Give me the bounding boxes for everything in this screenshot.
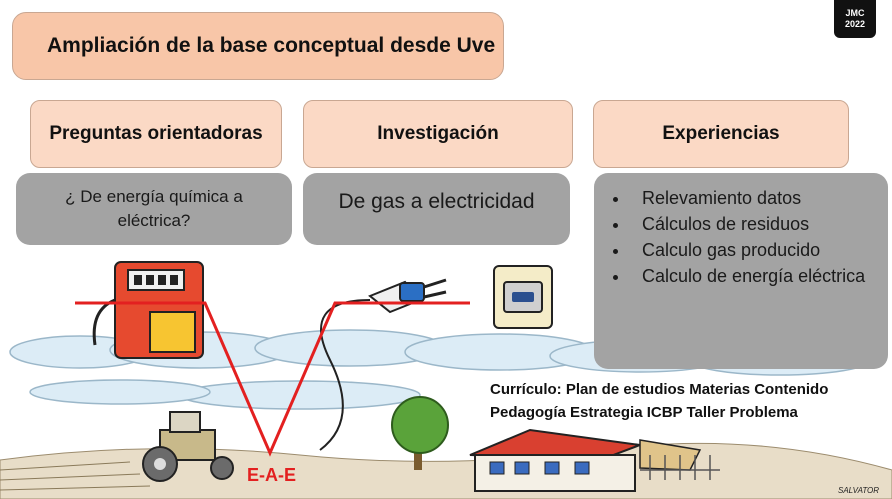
experience-item: Calculo gas producido bbox=[630, 237, 865, 263]
badge-author: JMC bbox=[845, 8, 865, 18]
curriculum-line-2: Pedagogía Estrategia ICBP Taller Problem… bbox=[490, 404, 798, 421]
experience-item: Cálculos de residuos bbox=[630, 211, 865, 237]
curriculum-line-1: Currículo: Plan de estudios Materias Con… bbox=[490, 381, 829, 398]
experience-item: Calculo de energía eléctrica bbox=[630, 263, 865, 289]
research-content: De gas a electricidad bbox=[338, 190, 535, 213]
column-title-box-questions: Preguntas orientadoras bbox=[30, 100, 282, 168]
questions-content-box: ¿ De energía química a eléctrica? bbox=[16, 173, 292, 245]
wall-socket-icon bbox=[493, 265, 553, 329]
column-title-box-research: Investigación bbox=[303, 100, 573, 168]
header-title-box: Ampliación de la base conceptual desde U… bbox=[12, 12, 504, 80]
house-icon bbox=[469, 428, 702, 492]
eae-label: E-A-E bbox=[247, 465, 296, 485]
author-year-badge: JMC 2022 bbox=[834, 0, 876, 38]
column-title-experiences: Experiencias bbox=[662, 123, 780, 144]
research-content-box: De gas a electricidad bbox=[303, 173, 570, 245]
curriculum-text: Currículo: Plan de estudios Materias Con… bbox=[490, 378, 828, 424]
questions-content: ¿ De energía química a eléctrica? bbox=[65, 187, 243, 230]
v-diagram-line bbox=[75, 301, 470, 457]
column-title-box-experiences: Experiencias bbox=[593, 100, 849, 168]
badge-year: 2022 bbox=[844, 19, 866, 29]
field-furrows bbox=[0, 461, 151, 491]
experiences-content-box: Relevamiento datos Cálculos de residuos … bbox=[594, 173, 888, 369]
tractor-icon bbox=[142, 411, 234, 482]
column-title-research: Investigación bbox=[377, 123, 499, 144]
experiences-list: Relevamiento datos Cálculos de residuos … bbox=[608, 185, 865, 289]
experience-item: Relevamiento datos bbox=[630, 185, 865, 211]
tree-icon bbox=[391, 396, 449, 470]
fence bbox=[640, 455, 720, 480]
illustrator-signature: SALVATOR bbox=[838, 486, 880, 495]
gas-pump-icon bbox=[92, 261, 204, 359]
ground bbox=[0, 442, 892, 499]
page-title: Ampliación de la base conceptual desde U… bbox=[47, 34, 496, 57]
column-title-questions: Preguntas orientadoras bbox=[49, 123, 263, 144]
